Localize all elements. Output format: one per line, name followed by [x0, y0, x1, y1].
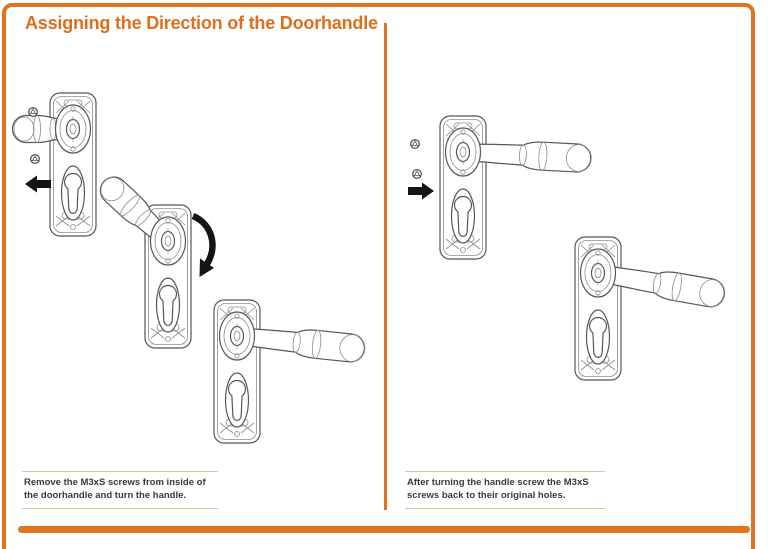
doorhandle-step2-handle-right-tilted — [574, 236, 728, 381]
doorhandle-step1-handle-left — [11, 92, 97, 237]
screw-icon — [28, 107, 38, 117]
screw-icon — [30, 154, 40, 164]
right-panel-caption: After turning the handle screw the M3xS … — [405, 471, 605, 509]
doorhandle-step2-handle-rotating — [94, 170, 192, 349]
screw-icon — [410, 139, 420, 149]
screw-icon — [412, 169, 422, 179]
doorhandle-step1-handle-right — [439, 115, 593, 260]
panel-divider — [384, 23, 387, 510]
arrow-right-icon — [408, 182, 434, 200]
page-title: Assigning the Direction of the Doorhandl… — [25, 13, 378, 33]
page-border-frame — [2, 3, 755, 549]
right-figure-doorhandle-reassembly — [408, 115, 728, 381]
rotate-clockwise-arrow-icon — [191, 213, 216, 277]
arrow-left-icon — [25, 175, 51, 193]
left-figure-doorhandle-rotation — [11, 92, 367, 444]
doorhandle-step3-handle-right — [213, 299, 367, 444]
left-panel-caption: Remove the M3xS screws from inside of th… — [22, 471, 218, 509]
bottom-rule-bar — [18, 526, 750, 533]
